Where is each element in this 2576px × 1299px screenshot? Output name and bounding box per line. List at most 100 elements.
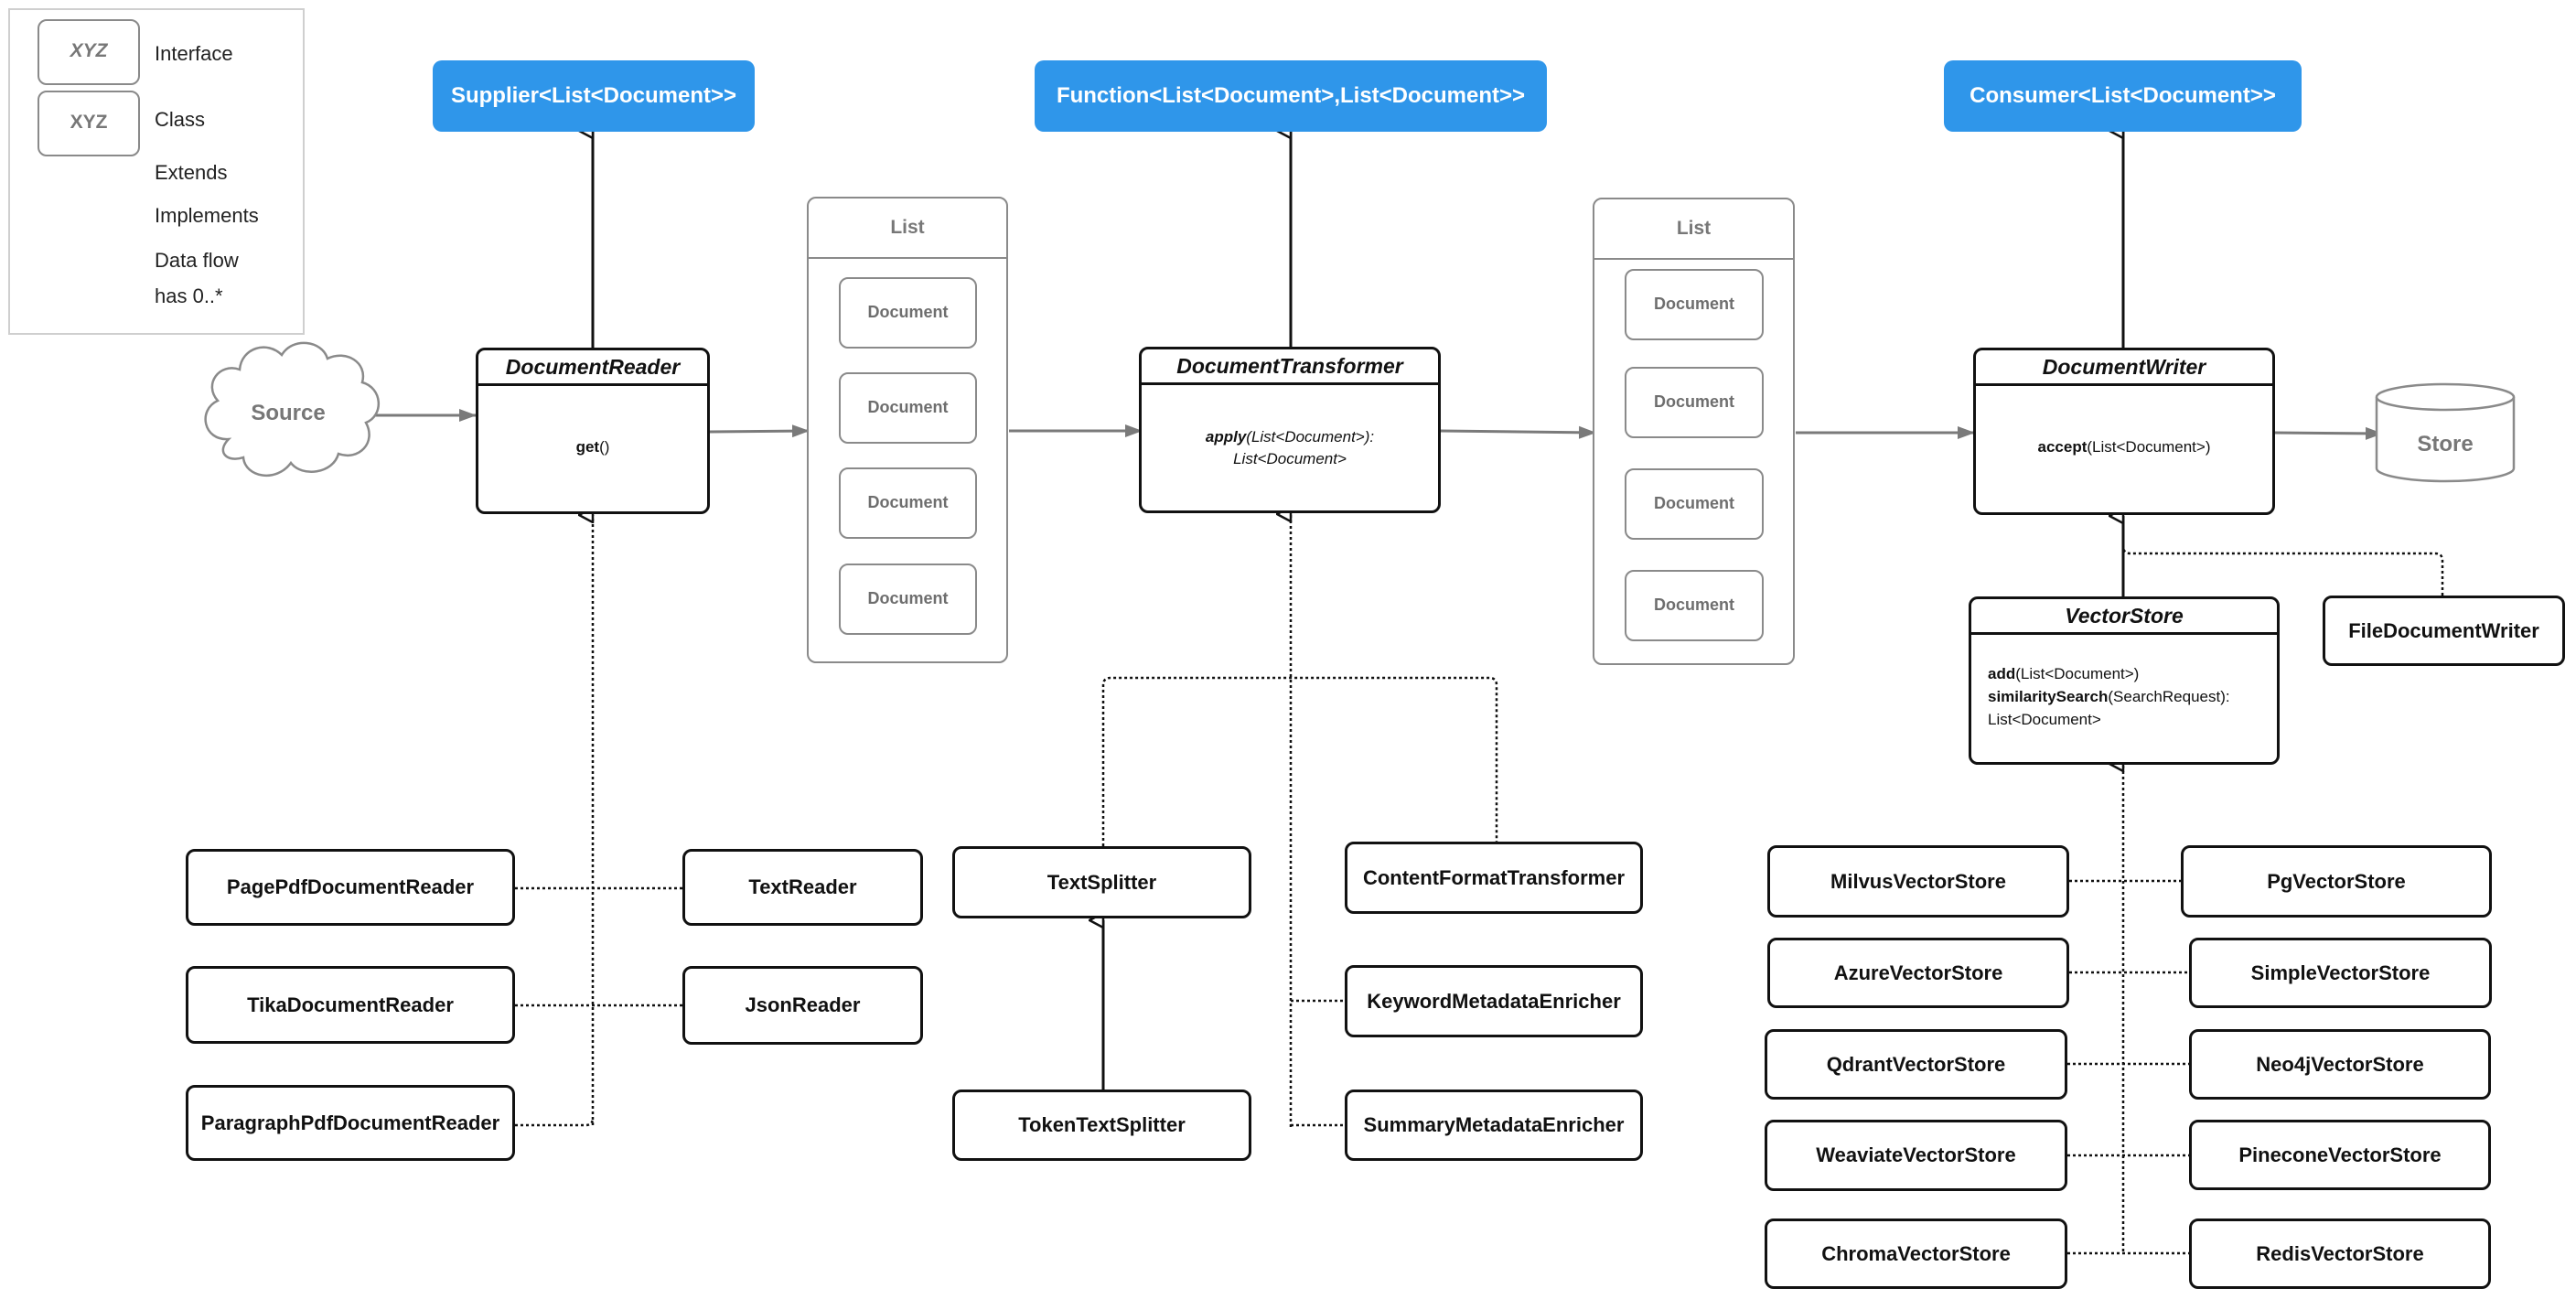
document-item: Document [839, 277, 977, 349]
supplier-interface: Supplier<List<Document>> [433, 60, 755, 132]
summary-metadata-enricher-class: SummaryMetadataEnricher [1345, 1090, 1643, 1161]
content-format-transformer-class: ContentFormatTransformer [1345, 842, 1643, 914]
document-list-2-title: List [1594, 199, 1793, 260]
document-item: Document [839, 467, 977, 539]
vector-store-impl-label: AzureVectorStore [1833, 961, 2003, 984]
token-text-splitter-class: TokenTextSplitter [952, 1090, 1251, 1161]
vector-store-interface: VectorStore add(List<Document>) similari… [1969, 596, 2280, 765]
vector-store-name: VectorStore [1971, 599, 2277, 635]
vector-store-search-signature: (SearchRequest): [2108, 688, 2230, 705]
legend-implements-label: Implements [155, 204, 259, 227]
legend: XYZ Interface XYZ Class Extends Implemen… [8, 8, 305, 335]
transformer-method-name: apply [1205, 428, 1247, 446]
vector-store-add-signature: (List<Document>) [2015, 665, 2140, 682]
vector-store-impl-label: Neo4jVectorStore [2256, 1052, 2424, 1076]
legend-class-sample: XYZ [38, 91, 140, 156]
token-text-splitter-label: TokenTextSplitter [1018, 1113, 1186, 1136]
vector-store-impl-label: QdrantVectorStore [1826, 1052, 2006, 1076]
vector-store-add-method: add(List<Document>) [1988, 665, 2139, 683]
neo4j-vector-store-class: Neo4jVectorStore [2189, 1029, 2491, 1100]
file-document-writer-class: FileDocumentWriter [2323, 596, 2565, 666]
pagepdf-reader-class: PagePdfDocumentReader [186, 849, 515, 926]
flow-reader-list1 [709, 424, 810, 438]
simple-vector-store-class: SimpleVectorStore [2189, 938, 2492, 1008]
function-interface: Function<List<Document>,List<Document>> [1035, 60, 1547, 132]
function-interface-label: Function<List<Document>,List<Document>> [1056, 83, 1526, 108]
document-item: Document [1625, 570, 1764, 641]
flow-transformer-list2 [1439, 425, 1596, 439]
store-cylinder [2375, 382, 2516, 483]
qdrant-vector-store-class: QdrantVectorStore [1765, 1029, 2067, 1100]
paragraphpdf-reader-class: ParagraphPdfDocumentReader [186, 1085, 515, 1161]
tika-reader-label: TikaDocumentReader [247, 993, 454, 1016]
vector-store-impl-label: PgVectorStore [2267, 869, 2406, 893]
document-item: Document [839, 372, 977, 444]
document-writer-name: DocumentWriter [1976, 350, 2272, 386]
vector-store-impl-label: MilvusVectorStore [1830, 869, 2006, 893]
milvus-vector-store-class: MilvusVectorStore [1767, 845, 2069, 918]
consumer-interface: Consumer<List<Document>> [1944, 60, 2302, 132]
document-writer-interface: DocumentWriter accept(List<Document>) [1973, 348, 2275, 515]
keyword-metadata-enricher-label: KeywordMetadataEnricher [1367, 989, 1621, 1013]
chroma-vector-store-class: ChromaVectorStore [1765, 1218, 2067, 1289]
reader-method-name: get [575, 438, 600, 456]
vector-store-impl-label: RedisVectorStore [2256, 1241, 2424, 1265]
text-splitter-label: TextSplitter [1046, 870, 1157, 894]
tika-reader-class: TikaDocumentReader [186, 966, 515, 1044]
vector-store-add-name: add [1988, 665, 2016, 682]
keyword-metadata-enricher-class: KeywordMetadataEnricher [1345, 965, 1643, 1037]
store-label: Store [2417, 432, 2474, 456]
document-reader-name: DocumentReader [478, 350, 707, 386]
document-reader-method: get() [478, 438, 707, 456]
vector-store-impl-label: ChromaVectorStore [1821, 1241, 2011, 1265]
flow-writer-store [2273, 426, 2383, 440]
document-transformer-method-return: List<Document> [1233, 450, 1347, 467]
supplier-interface-label: Supplier<List<Document>> [450, 83, 737, 108]
document-list-2: List Document Document Document Document [1593, 198, 1795, 665]
vector-store-search-name: similaritySearch [1988, 688, 2109, 705]
document-transformer-method: apply(List<Document>): [1142, 428, 1438, 446]
vector-store-impl-label: WeaviateVectorStore [1816, 1143, 2016, 1166]
vector-store-impl-label: PineconeVectorStore [2238, 1143, 2442, 1166]
writer-method-signature: (List<Document>) [2087, 438, 2211, 456]
document-reader-interface: DocumentReader get() [476, 348, 710, 514]
text-reader-label: TextReader [748, 875, 857, 898]
content-format-transformer-label: ContentFormatTransformer [1362, 865, 1626, 889]
redis-vector-store-class: RedisVectorStore [2189, 1218, 2491, 1289]
document-transformer-interface: DocumentTransformer apply(List<Document>… [1139, 347, 1441, 513]
transformer-method-signature: (List<Document>): [1246, 428, 1375, 446]
legend-class-label: Class [155, 108, 206, 131]
document-list-1: List Document Document Document Document [807, 197, 1008, 663]
text-reader-class: TextReader [682, 849, 923, 926]
legend-has-label: has 0..* [155, 284, 223, 307]
pinecone-vector-store-class: PineconeVectorStore [2189, 1120, 2491, 1190]
pgvector-store-class: PgVectorStore [2181, 845, 2492, 918]
filewriter-implements-writer [2121, 545, 2444, 596]
document-item: Document [839, 564, 977, 635]
json-reader-label: JsonReader [745, 993, 861, 1016]
paragraphpdf-reader-label: ParagraphPdfDocumentReader [200, 1111, 500, 1134]
source-label: Source [251, 401, 326, 425]
document-item: Document [1625, 269, 1764, 340]
legend-interface-label: Interface [155, 42, 233, 65]
reader-method-signature: () [599, 438, 610, 456]
vector-store-impl-label: SimpleVectorStore [2250, 961, 2431, 984]
file-document-writer-label: FileDocumentWriter [2348, 618, 2539, 642]
document-transformer-name: DocumentTransformer [1142, 349, 1438, 385]
legend-extends-label: Extends [155, 161, 228, 184]
summary-metadata-enricher-label: SummaryMetadataEnricher [1363, 1113, 1625, 1136]
azure-vector-store-class: AzureVectorStore [1767, 938, 2069, 1008]
document-item: Document [1625, 468, 1764, 540]
json-reader-class: JsonReader [682, 966, 923, 1045]
vector-store-search-method: similaritySearch(SearchRequest): [1988, 688, 2230, 706]
legend-dataflow-label: Data flow [155, 249, 239, 272]
document-writer-method: accept(List<Document>) [1976, 438, 2272, 456]
legend-interface-sample: XYZ [38, 19, 140, 85]
text-splitter-class: TextSplitter [952, 846, 1251, 918]
writer-method-name: accept [2037, 438, 2088, 456]
pagepdf-reader-label: PagePdfDocumentReader [226, 875, 475, 898]
source-cloud [204, 341, 381, 477]
consumer-interface-label: Consumer<List<Document>> [1970, 83, 2276, 108]
document-list-1-title: List [809, 199, 1006, 259]
document-item: Document [1625, 367, 1764, 438]
